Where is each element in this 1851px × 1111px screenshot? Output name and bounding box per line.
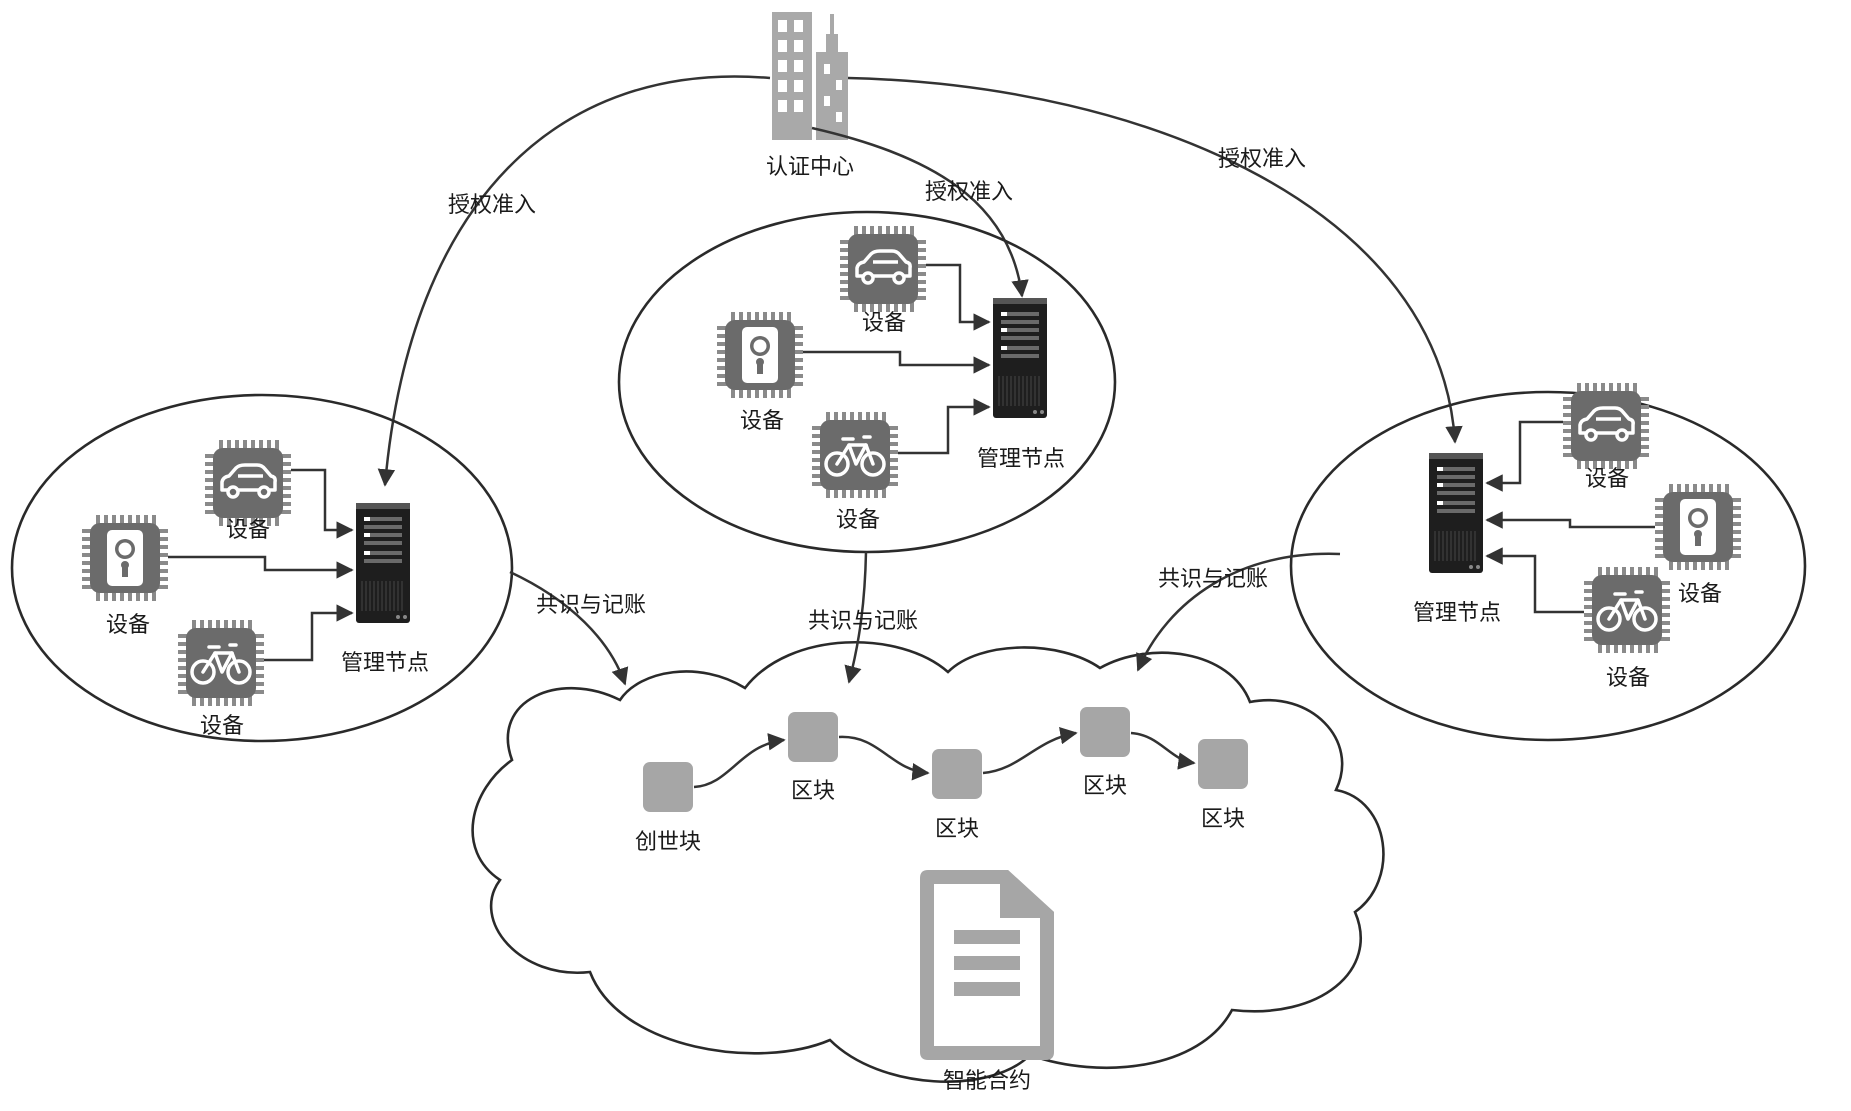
edge-device-server xyxy=(803,350,991,374)
edge-auth-right-label: 授权准入 xyxy=(1218,147,1306,172)
genesis-block xyxy=(643,762,693,812)
edge-auth-right xyxy=(847,76,1463,444)
bicycle-icon xyxy=(178,620,264,706)
block-label: 区块 xyxy=(1201,807,1245,832)
cluster-center-boundary xyxy=(617,210,1117,554)
server-icon xyxy=(992,297,1048,419)
edge-device-server xyxy=(291,468,354,539)
edge-device-server xyxy=(926,263,991,331)
device-label: 设备 xyxy=(226,518,270,543)
edge-auth-left xyxy=(377,75,771,487)
lock-icon xyxy=(717,312,803,398)
edge-consensus-right xyxy=(1136,552,1341,672)
lock-icon xyxy=(82,515,168,601)
device-label: 设备 xyxy=(862,311,906,336)
smart-contract-label: 智能合约 xyxy=(943,1069,1031,1094)
chain-link xyxy=(982,727,1078,775)
genesis-label: 创世块 xyxy=(635,830,701,855)
edge-consensus-left xyxy=(509,570,629,686)
block-label: 区块 xyxy=(935,817,979,842)
server-label: 管理节点 xyxy=(1413,601,1501,626)
chain-link xyxy=(693,733,786,789)
server-label: 管理节点 xyxy=(341,651,429,676)
device-label: 设备 xyxy=(836,508,880,533)
server-icon xyxy=(355,502,411,624)
edge-device-server xyxy=(264,604,354,662)
device-label: 设备 xyxy=(200,714,244,739)
device-label: 设备 xyxy=(740,409,784,434)
device-label: 设备 xyxy=(1585,467,1629,492)
block xyxy=(1198,739,1248,789)
cluster-right: 管理节点 设备 设备 设备 xyxy=(1413,383,1741,691)
car-icon xyxy=(205,440,291,526)
lock-icon xyxy=(1655,484,1741,570)
document-icon xyxy=(920,870,1054,1060)
authority-label: 认证中心 xyxy=(766,155,854,180)
edge-auth-center-label: 授权准入 xyxy=(925,180,1013,205)
device-label: 设备 xyxy=(1606,666,1650,691)
edge-device-server xyxy=(898,398,991,455)
edge-device-server xyxy=(1485,511,1655,529)
edge-consensus-right-label: 共识与记账 xyxy=(1158,567,1268,592)
chain-link xyxy=(1130,731,1196,770)
cluster-center: 管理节点 设备 设备 设备 xyxy=(717,226,1065,533)
bicycle-icon xyxy=(812,412,898,498)
server-icon xyxy=(1428,452,1484,574)
edge-consensus-left-label: 共识与记账 xyxy=(536,593,646,618)
chain-link xyxy=(838,735,930,781)
blockchain-cloud xyxy=(471,641,1385,1083)
car-icon xyxy=(840,226,926,312)
cluster-right-boundary xyxy=(1289,390,1807,742)
cluster-left: 管理节点 设备 设备 设备 xyxy=(82,440,429,739)
edge-device-server xyxy=(168,555,354,579)
edge-consensus-center-label: 共识与记账 xyxy=(808,609,918,634)
block-label: 区块 xyxy=(1083,774,1127,799)
server-label: 管理节点 xyxy=(977,447,1065,472)
edge-auth-center xyxy=(811,126,1029,298)
block xyxy=(932,749,982,799)
block xyxy=(788,712,838,762)
edge-auth-left-label: 授权准入 xyxy=(448,193,536,218)
block-label: 区块 xyxy=(791,779,835,804)
edge-device-server xyxy=(1485,547,1584,614)
bicycle-icon xyxy=(1584,567,1670,653)
block xyxy=(1080,707,1130,757)
device-label: 设备 xyxy=(106,613,150,638)
edge-consensus-center xyxy=(844,551,868,684)
device-label: 设备 xyxy=(1678,582,1722,607)
car-icon xyxy=(1563,383,1649,469)
edge-device-server xyxy=(1485,420,1563,492)
authority-building-icon xyxy=(772,12,848,140)
cluster-left-boundary xyxy=(10,393,514,743)
